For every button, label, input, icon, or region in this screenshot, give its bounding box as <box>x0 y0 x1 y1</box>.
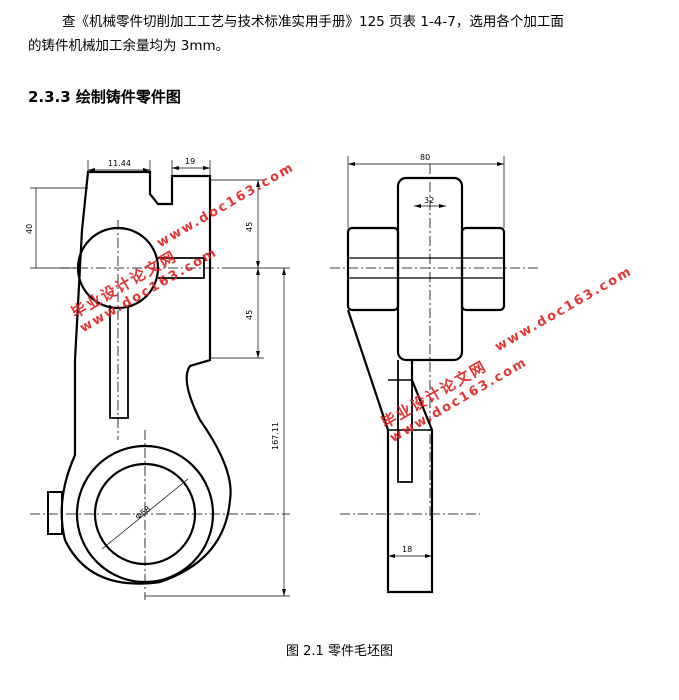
front-view-dimension-labels: 11.44 19 40 45 45 167.11 Φ58 <box>25 157 280 522</box>
intro-line-1: 查《机械零件切削加工工艺与技术标准实用手册》125 页表 1-4-7，选用各个加… <box>62 14 564 30</box>
side-web <box>346 309 434 594</box>
dim-bore: Φ58 <box>134 504 153 521</box>
dim-11-44: 11.44 <box>108 159 131 168</box>
intro-paragraph: 查《机械零件切削加工工艺与技术标准实用手册》125 页表 1-4-7，选用各个加… <box>28 10 668 58</box>
side-view <box>330 156 540 594</box>
side-right-flange <box>460 226 506 312</box>
side-slot <box>397 360 413 483</box>
dim-40: 40 <box>25 224 34 234</box>
dim-80: 80 <box>420 153 430 162</box>
left-boss <box>47 491 63 535</box>
side-left-flange <box>346 226 400 312</box>
intro-line-2: 的铸件机械加工余量均为 3mm。 <box>28 38 230 54</box>
dim-18: 18 <box>402 545 412 554</box>
figure-caption: 图 2.1 零件毛坯图 <box>286 644 393 659</box>
dim-167-11: 167.11 <box>271 422 280 450</box>
section-heading: 2.3.3 绘制铸件零件图 <box>28 88 181 106</box>
dim-45-lower: 45 <box>245 310 254 320</box>
vertical-slot <box>109 305 129 419</box>
front-view <box>30 160 290 600</box>
side-view-dimension-labels: 80 32 18 <box>402 153 434 554</box>
dim-19: 19 <box>185 157 195 166</box>
dim-32: 32 <box>424 196 434 205</box>
dim-45-upper: 45 <box>245 222 254 232</box>
casting-blank-drawing: 11.44 19 40 45 45 167.11 Φ58 <box>25 153 540 600</box>
